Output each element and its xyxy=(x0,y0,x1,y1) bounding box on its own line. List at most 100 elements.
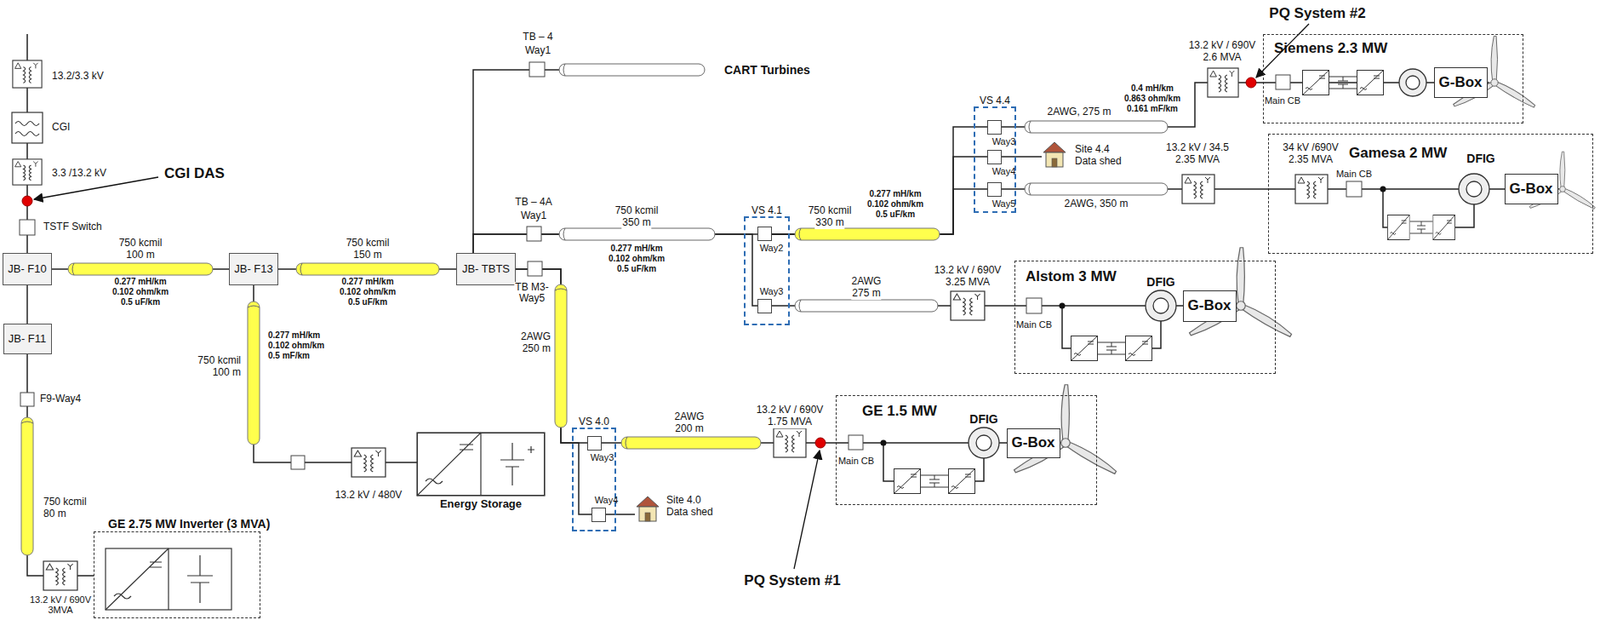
white-cable xyxy=(1024,182,1168,195)
label-text: PQ System #1 xyxy=(742,571,841,589)
node-text: G-Box xyxy=(1509,180,1554,198)
switch-cabinet: VS 4.1Way2Way3 xyxy=(743,216,790,326)
label-text: 250 m xyxy=(521,342,552,355)
generator-symbol xyxy=(1405,75,1420,90)
label-text: 2AWG xyxy=(851,275,883,288)
label-text: 0.102 ohm/km xyxy=(338,286,397,298)
cable-end xyxy=(21,63,1031,449)
label-text: 0.161 mF/km xyxy=(1125,103,1179,115)
yellow-cable xyxy=(21,228,940,555)
switch-symbol xyxy=(529,62,545,77)
way-switch: Way5 xyxy=(987,182,1002,197)
inverter-symbol xyxy=(105,548,169,610)
way-switch: Way2 xyxy=(757,226,772,241)
callout-arrow xyxy=(794,450,820,569)
generator-symbol xyxy=(1458,173,1490,205)
wire xyxy=(27,34,1560,515)
junction-dot xyxy=(1380,186,1387,193)
label-text: 34 kV /690V xyxy=(1281,142,1339,155)
data-shed-icon xyxy=(1043,142,1066,167)
switch-symbol xyxy=(291,455,305,469)
way-switch: Way4 xyxy=(591,507,606,522)
label-text: Data shed xyxy=(665,506,715,519)
breaker-symbol xyxy=(1346,181,1362,197)
label-text: 2AWG, 275 m xyxy=(1046,106,1113,119)
label-text: TSTF Switch xyxy=(42,221,103,234)
label-text: 3.25 MVA xyxy=(944,276,991,289)
switch-symbol xyxy=(526,226,542,241)
junction-dot xyxy=(1059,302,1066,309)
gearbox-box: G-Box xyxy=(1182,290,1237,322)
node-text: Siemens 2.3 MW xyxy=(1274,40,1388,58)
label-text: TB M3- xyxy=(514,281,549,294)
label-text: 330 m xyxy=(814,217,845,229)
white-cable xyxy=(794,299,938,312)
label-text: 2.6 MVA xyxy=(1201,51,1242,64)
node-text: G-Box xyxy=(1188,297,1232,315)
junction-box: JB- TBTS xyxy=(456,252,516,286)
white-cable xyxy=(559,63,705,76)
label-text: 0.102 ohm/km xyxy=(111,286,170,298)
gearbox-box: G-Box xyxy=(1504,173,1559,205)
cable-end xyxy=(21,63,1031,449)
node-text: JB- F10 xyxy=(7,262,47,276)
yellow-cable xyxy=(296,262,440,275)
label-text: 750 kcmil xyxy=(196,354,242,367)
data-shed-icon xyxy=(636,496,659,521)
wire xyxy=(605,156,1042,515)
node-text: Alstom 3 MW xyxy=(1025,268,1117,286)
node-text: Energy Storage xyxy=(440,497,522,511)
node-text: VS 4.4 xyxy=(979,95,1011,108)
yellow-cable xyxy=(794,228,940,240)
junction-dot xyxy=(880,186,1387,446)
label-text: 150 m xyxy=(352,249,383,262)
switch-cabinet: VS 4.0Way3Way4 xyxy=(571,427,617,532)
measurement-point xyxy=(22,77,1257,448)
label-text: TB – 4A xyxy=(514,196,553,209)
label-text: Way1 xyxy=(524,45,552,58)
transformer-symbol xyxy=(950,291,985,320)
label-text: 0.277 mH/km xyxy=(609,243,663,254)
junction-box: JB- F10 xyxy=(2,252,52,286)
switch-symbol xyxy=(527,261,543,276)
label-text: 750 kcmil xyxy=(345,237,391,250)
label-text: 0.277 mH/km xyxy=(340,276,395,287)
node-text: Way4 xyxy=(594,494,619,506)
turbine-group: Siemens 2.3 MWG-Box xyxy=(1262,34,1524,124)
label-text: 3.3 /13.2 kV xyxy=(51,167,108,180)
label-text: DFIG xyxy=(1465,151,1496,166)
callout-arrow xyxy=(34,177,159,200)
cgi-symbol xyxy=(15,121,40,137)
breaker-symbol xyxy=(848,74,1362,450)
label-text: 0.277 mH/km xyxy=(868,188,922,200)
junction-box: JB- F11 xyxy=(3,323,52,355)
label-text: 750 kcmil xyxy=(807,205,853,218)
label-text: 0.102 ohm/km xyxy=(267,340,326,351)
label-text: Data shed xyxy=(1074,155,1123,168)
transformer-symbol xyxy=(1295,174,1328,204)
switch-cabinet: VS 4.4Way3Way4Way5 xyxy=(973,106,1017,213)
inverter-symbol xyxy=(105,548,232,610)
data-shed-icon xyxy=(636,142,1066,521)
label-text: Main CB xyxy=(837,455,875,467)
label-text: PQ System #2 xyxy=(1268,5,1366,23)
generator-symbol xyxy=(1145,290,1177,321)
transformer-symbol xyxy=(12,60,1328,590)
storage-symbol xyxy=(500,442,535,486)
label-text: Main CB xyxy=(1263,95,1302,107)
label-text: 350 m xyxy=(621,217,652,229)
label-text: 13.2/3.3 kV xyxy=(51,70,105,83)
label-text: 13.2 kV / 34.5 xyxy=(1165,142,1230,155)
label-text: Site 4.4 xyxy=(1074,143,1111,156)
label-text: 0.5 uF/km xyxy=(616,263,658,275)
storage-symbol xyxy=(417,432,481,496)
label-text: Site 4.0 xyxy=(665,494,703,507)
storage-symbol xyxy=(417,432,545,496)
label-text: 2AWG, 350 m xyxy=(1063,198,1130,211)
label-text: 750 kcmil xyxy=(118,237,164,250)
inverter-symbol xyxy=(187,554,213,603)
node-text: VS 4.0 xyxy=(578,416,610,429)
cable-connector xyxy=(27,354,94,576)
generator-symbol xyxy=(968,68,1490,458)
cable-connector xyxy=(771,126,988,235)
